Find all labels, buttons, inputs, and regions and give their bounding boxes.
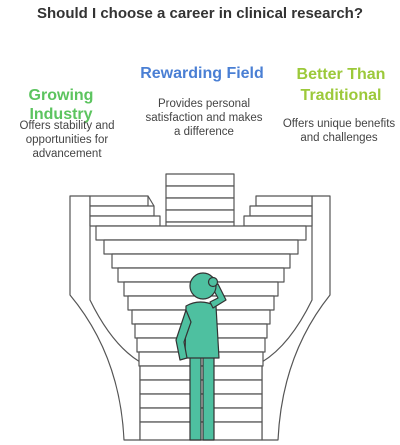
thinking-person-icon — [175, 272, 227, 441]
center-tower-steps — [165, 173, 235, 233]
page-title: Should I choose a career in clinical res… — [37, 5, 363, 22]
person-left-arm — [175, 309, 192, 361]
right-wall — [261, 195, 331, 441]
person-right-leg — [202, 355, 215, 441]
option-heading-better-than-traditional: Better Than Traditional — [296, 66, 386, 104]
option-heading-growing-industry: Growing Industry — [28, 87, 94, 123]
person-hand — [207, 276, 219, 288]
person-torso — [184, 301, 220, 359]
option-heading-rewarding-field: Rewarding Field — [140, 65, 264, 82]
person-left-leg — [189, 355, 202, 441]
right-upper-steps — [243, 195, 313, 227]
option-description-growing-industry: Offers stability and opportunities for a… — [19, 120, 115, 160]
left-wall — [69, 195, 141, 441]
option-description-better-than-traditional: Offers unique benefits and challenges — [282, 118, 396, 144]
option-description-rewarding-field: Provides personal satisfaction and makes… — [145, 98, 263, 138]
left-upper-steps — [89, 195, 161, 227]
